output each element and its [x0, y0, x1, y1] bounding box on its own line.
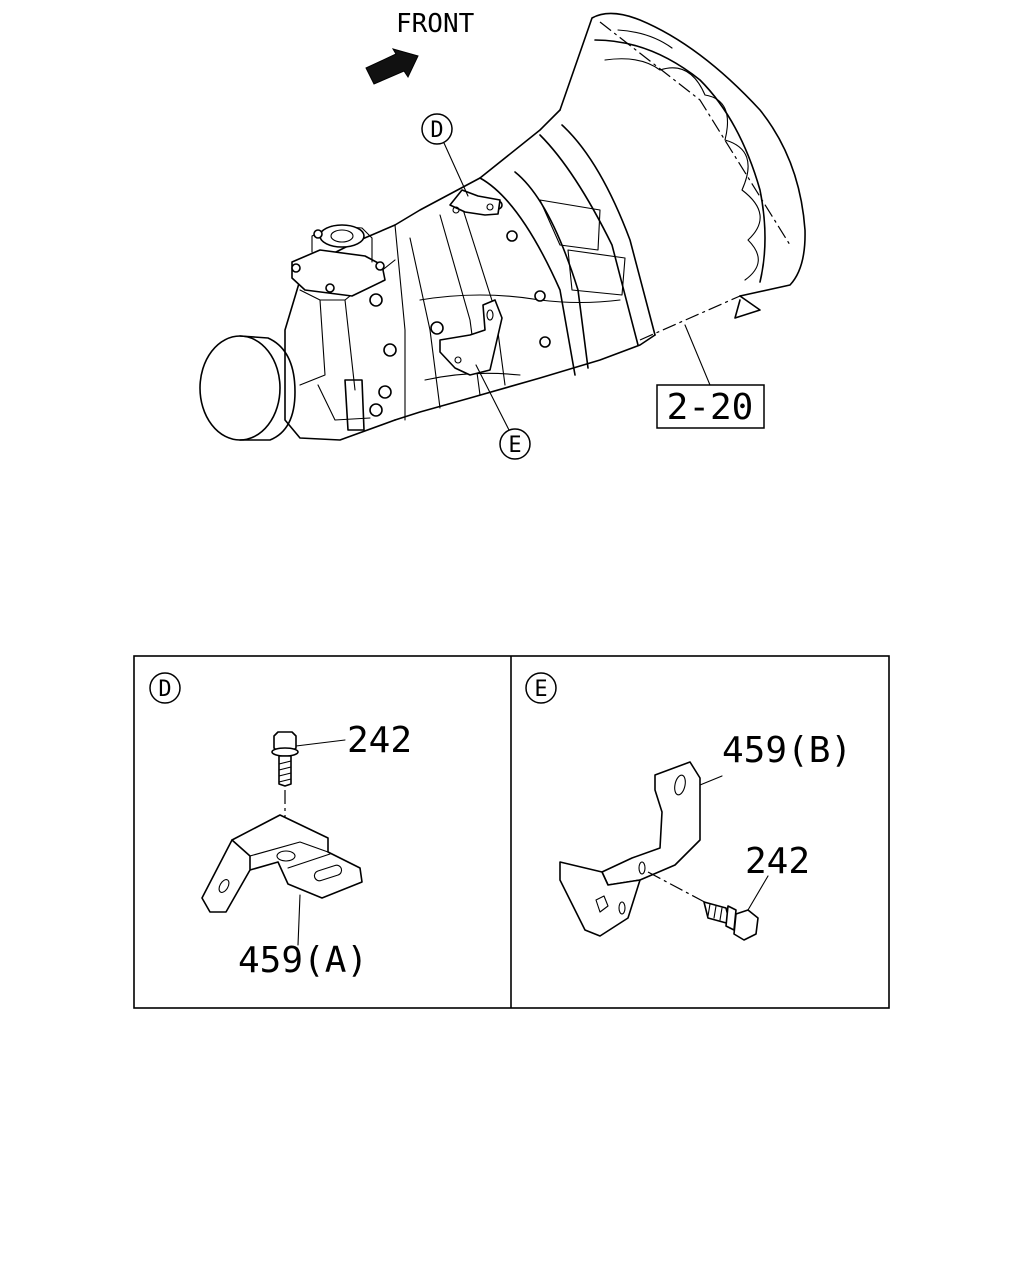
panel-d-bolt-label: 242	[347, 720, 412, 761]
callout-e-label: E	[508, 433, 521, 458]
panel-e-bracket	[559, 761, 701, 937]
callout-d: D	[421, 113, 469, 197]
detail-panel-d: D 242 459(A)	[149, 672, 412, 981]
panel-e-bracket-label: 459(B)	[722, 730, 852, 771]
panel-d-bracket-label: 459(A)	[238, 940, 368, 981]
front-label: FRONT	[396, 9, 475, 39]
panel-e-bolt-label: 242	[745, 841, 810, 882]
front-indicator: FRONT	[365, 9, 475, 85]
callout-e: E	[475, 364, 531, 460]
reference-box-label: 2-20	[667, 387, 754, 428]
callout-d-label: D	[430, 118, 443, 143]
reference-box: 2-20	[656, 324, 765, 429]
detail-panel-e: E 459(B) 242	[525, 672, 852, 941]
panel-e-bolt	[647, 871, 759, 941]
panel-e-tag: E	[534, 677, 547, 702]
panel-d-tag: D	[158, 677, 171, 702]
transmission-illustration	[199, 12, 806, 441]
front-arrow-icon	[365, 48, 419, 85]
panel-d-bracket	[201, 814, 363, 913]
panel-d-bolt	[271, 731, 299, 848]
